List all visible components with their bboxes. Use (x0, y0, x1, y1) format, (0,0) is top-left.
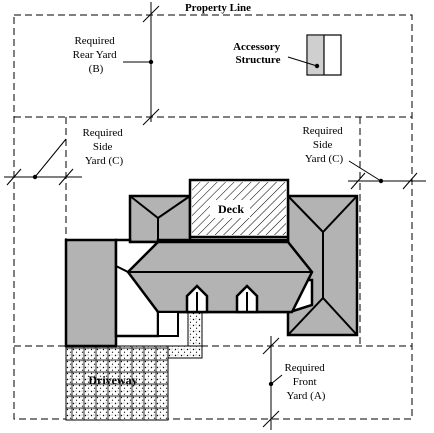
deck-label: Deck (218, 202, 244, 216)
driveway-label: Driveway (88, 373, 137, 387)
walkway-connector (167, 345, 203, 359)
rear-yard-dimension (123, 2, 160, 126)
house (64, 194, 359, 348)
accessory-structure (287, 34, 342, 76)
accessory-structure-label: Accessory Structure (233, 41, 283, 66)
driveway (65, 345, 169, 421)
front-yard-label: Required Front Yard (A) (284, 362, 327, 402)
main-hip-roof (126, 240, 314, 314)
left-side-yard-label: Required Side Yard (C) (82, 127, 125, 167)
right-side-yard-label: Required Side Yard (C) (302, 125, 345, 165)
property-line-boundary (13, 14, 413, 420)
right-side-yard-dimension (348, 160, 426, 190)
property-line-label: Property Line (185, 2, 251, 14)
front-yard-dimension (262, 336, 283, 430)
garage-roof (64, 238, 118, 348)
deck (188, 178, 290, 239)
left-side-yard-dimension (4, 138, 82, 186)
rear-yard-label: Required Rear Yard (B) (73, 35, 120, 75)
